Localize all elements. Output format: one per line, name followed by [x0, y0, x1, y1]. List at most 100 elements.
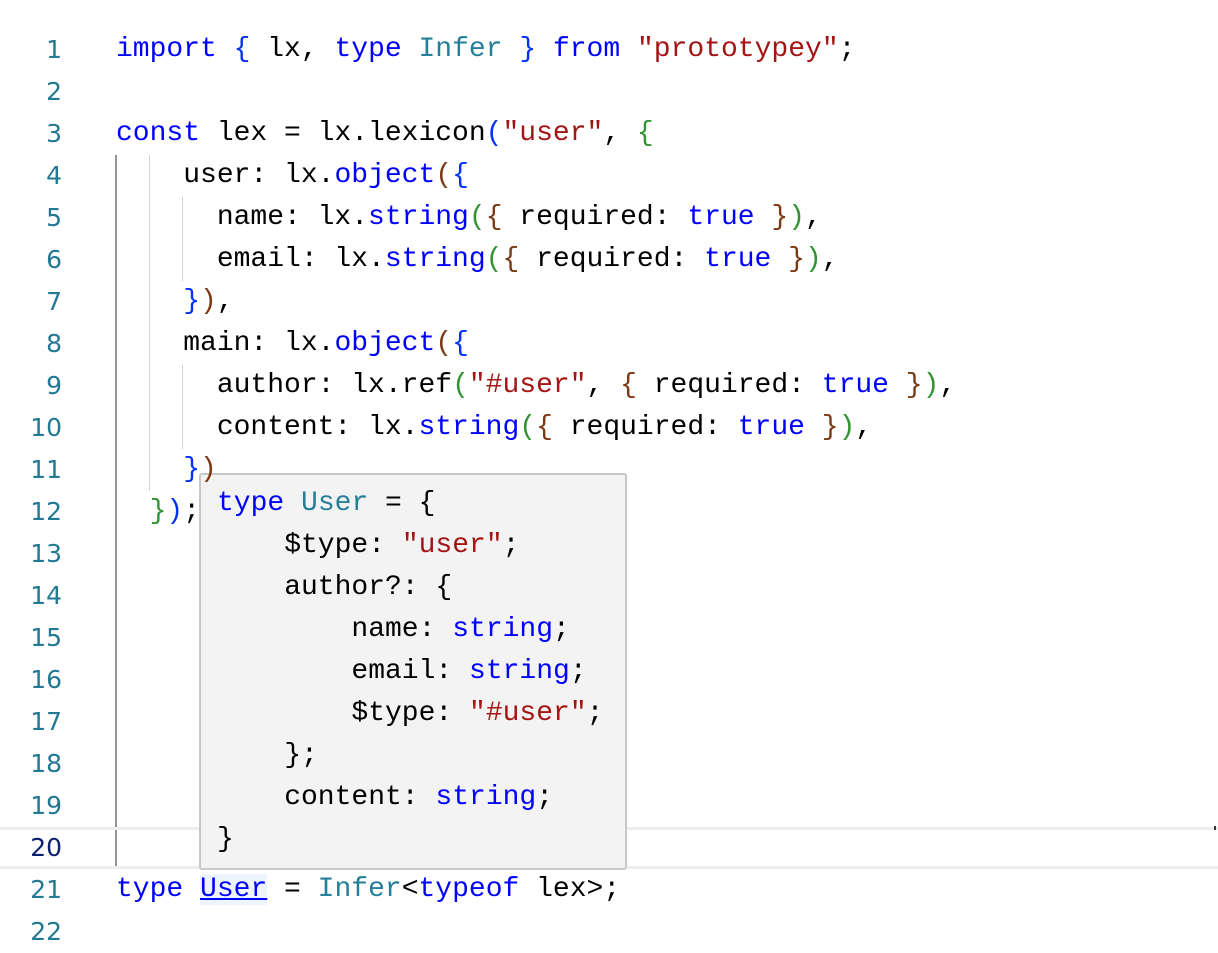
tooltip-line: name: string; [351, 609, 569, 651]
code-token: $type: [351, 698, 470, 729]
code-line[interactable]: 13 [0, 533, 1218, 575]
code-line[interactable]: 16 [0, 659, 1218, 701]
code-token: ( [485, 244, 503, 275]
code-line[interactable]: 2 [0, 71, 1218, 113]
code-line[interactable]: 17 [0, 701, 1218, 743]
code-token: required: [552, 412, 738, 443]
code-token: ( [435, 160, 453, 191]
code-text: }); [116, 491, 200, 533]
code-token: required: [519, 244, 705, 275]
code-token: ; [553, 614, 570, 645]
code-token: = [267, 874, 318, 905]
code-line[interactable]: 10 content: lx.string({ required: true }… [0, 407, 1218, 449]
code-line[interactable]: 9 author: lx.ref("#user", { required: tr… [0, 365, 1218, 407]
line-number: 8 [46, 329, 62, 358]
code-token: ( [435, 328, 453, 359]
tooltip-line: email: string; [351, 651, 586, 693]
code-token: } [149, 496, 167, 527]
code-token: author: lx.ref [116, 370, 453, 401]
line-number: 12 [30, 497, 62, 526]
tooltip-line: content: string; [284, 777, 553, 819]
code-token: < [401, 874, 419, 905]
code-text: author: lx.ref("#user", { required: true… [116, 365, 956, 407]
code-token: { [233, 34, 251, 65]
code-token: } [771, 202, 789, 233]
line-number: 22 [30, 917, 62, 946]
code-token: { [502, 244, 520, 275]
code-token [889, 370, 906, 401]
code-line[interactable]: 11 }) [0, 449, 1218, 491]
tooltip-line: $type: "user"; [284, 525, 519, 567]
code-line[interactable]: 18 [0, 743, 1218, 785]
code-token: name: lx. [116, 202, 369, 233]
code-token: const [116, 118, 201, 149]
code-token: "#user" [468, 370, 587, 401]
line-number: 11 [30, 455, 62, 484]
code-line[interactable]: 19 [0, 785, 1218, 827]
tooltip-line: author?: { [284, 567, 452, 609]
code-token: true [821, 370, 889, 401]
symbol-reference-link[interactable]: User [200, 874, 268, 905]
code-token: user: lx. [116, 160, 335, 191]
code-token: User [301, 488, 369, 519]
line-number: 5 [46, 203, 62, 232]
code-line[interactable]: 12 }); [0, 491, 1218, 533]
line-number: 16 [30, 665, 62, 694]
code-token [805, 412, 822, 443]
code-line[interactable]: 14 [0, 575, 1218, 617]
code-token: } [821, 412, 839, 443]
scroll-marker [1214, 826, 1216, 830]
code-token: content: lx. [116, 412, 419, 443]
code-token: , [216, 286, 234, 317]
code-token: lex>; [519, 874, 621, 905]
code-token: ; [502, 530, 520, 561]
code-token: string [384, 244, 486, 275]
code-token: "#user" [469, 698, 587, 729]
code-token: "prototypey" [636, 34, 839, 65]
line-number: 15 [30, 623, 62, 652]
code-token: ( [468, 202, 486, 233]
code-token: true [737, 412, 805, 443]
code-token: typeof [418, 874, 520, 905]
code-token: } [519, 34, 537, 65]
code-token: true [687, 202, 755, 233]
code-token: ) [804, 244, 822, 275]
tooltip-line: $type: "#user"; [351, 693, 603, 735]
code-token: main: lx. [116, 328, 335, 359]
code-token: Infer [317, 874, 402, 905]
code-token: "user" [401, 530, 503, 561]
line-number: 3 [46, 119, 62, 148]
code-line[interactable]: 5 name: lx.string({ required: true }), [0, 197, 1218, 239]
code-line[interactable]: 7 }), [0, 281, 1218, 323]
code-token: = { [368, 488, 436, 519]
code-token [771, 244, 788, 275]
line-number: 19 [30, 791, 62, 820]
code-token: object [334, 160, 436, 191]
code-token: import [116, 34, 217, 65]
code-line[interactable]: 15 [0, 617, 1218, 659]
code-token: type [116, 874, 184, 905]
code-line[interactable]: 6 email: lx.string({ required: true }), [0, 239, 1218, 281]
code-line[interactable]: 4 user: lx.object({ [0, 155, 1218, 197]
code-token: email: [351, 656, 470, 687]
code-line[interactable]: 8 main: lx.object({ [0, 323, 1218, 365]
code-token: content: [284, 782, 436, 813]
code-line[interactable]: 22 [0, 911, 1218, 953]
code-text: name: lx.string({ required: true }), [116, 197, 822, 239]
code-token: ; [536, 782, 554, 813]
code-token [116, 496, 150, 527]
line-number: 2 [46, 77, 62, 106]
code-token: Infer [418, 34, 503, 65]
code-text: type User = Infer<typeof lex>; [116, 869, 620, 911]
indent-guide [182, 197, 183, 281]
code-token [284, 488, 301, 519]
code-token: "user" [502, 118, 604, 149]
code-token: , [855, 412, 873, 443]
code-token: ; [838, 34, 856, 65]
code-token: type [217, 488, 285, 519]
line-number: 14 [30, 581, 62, 610]
